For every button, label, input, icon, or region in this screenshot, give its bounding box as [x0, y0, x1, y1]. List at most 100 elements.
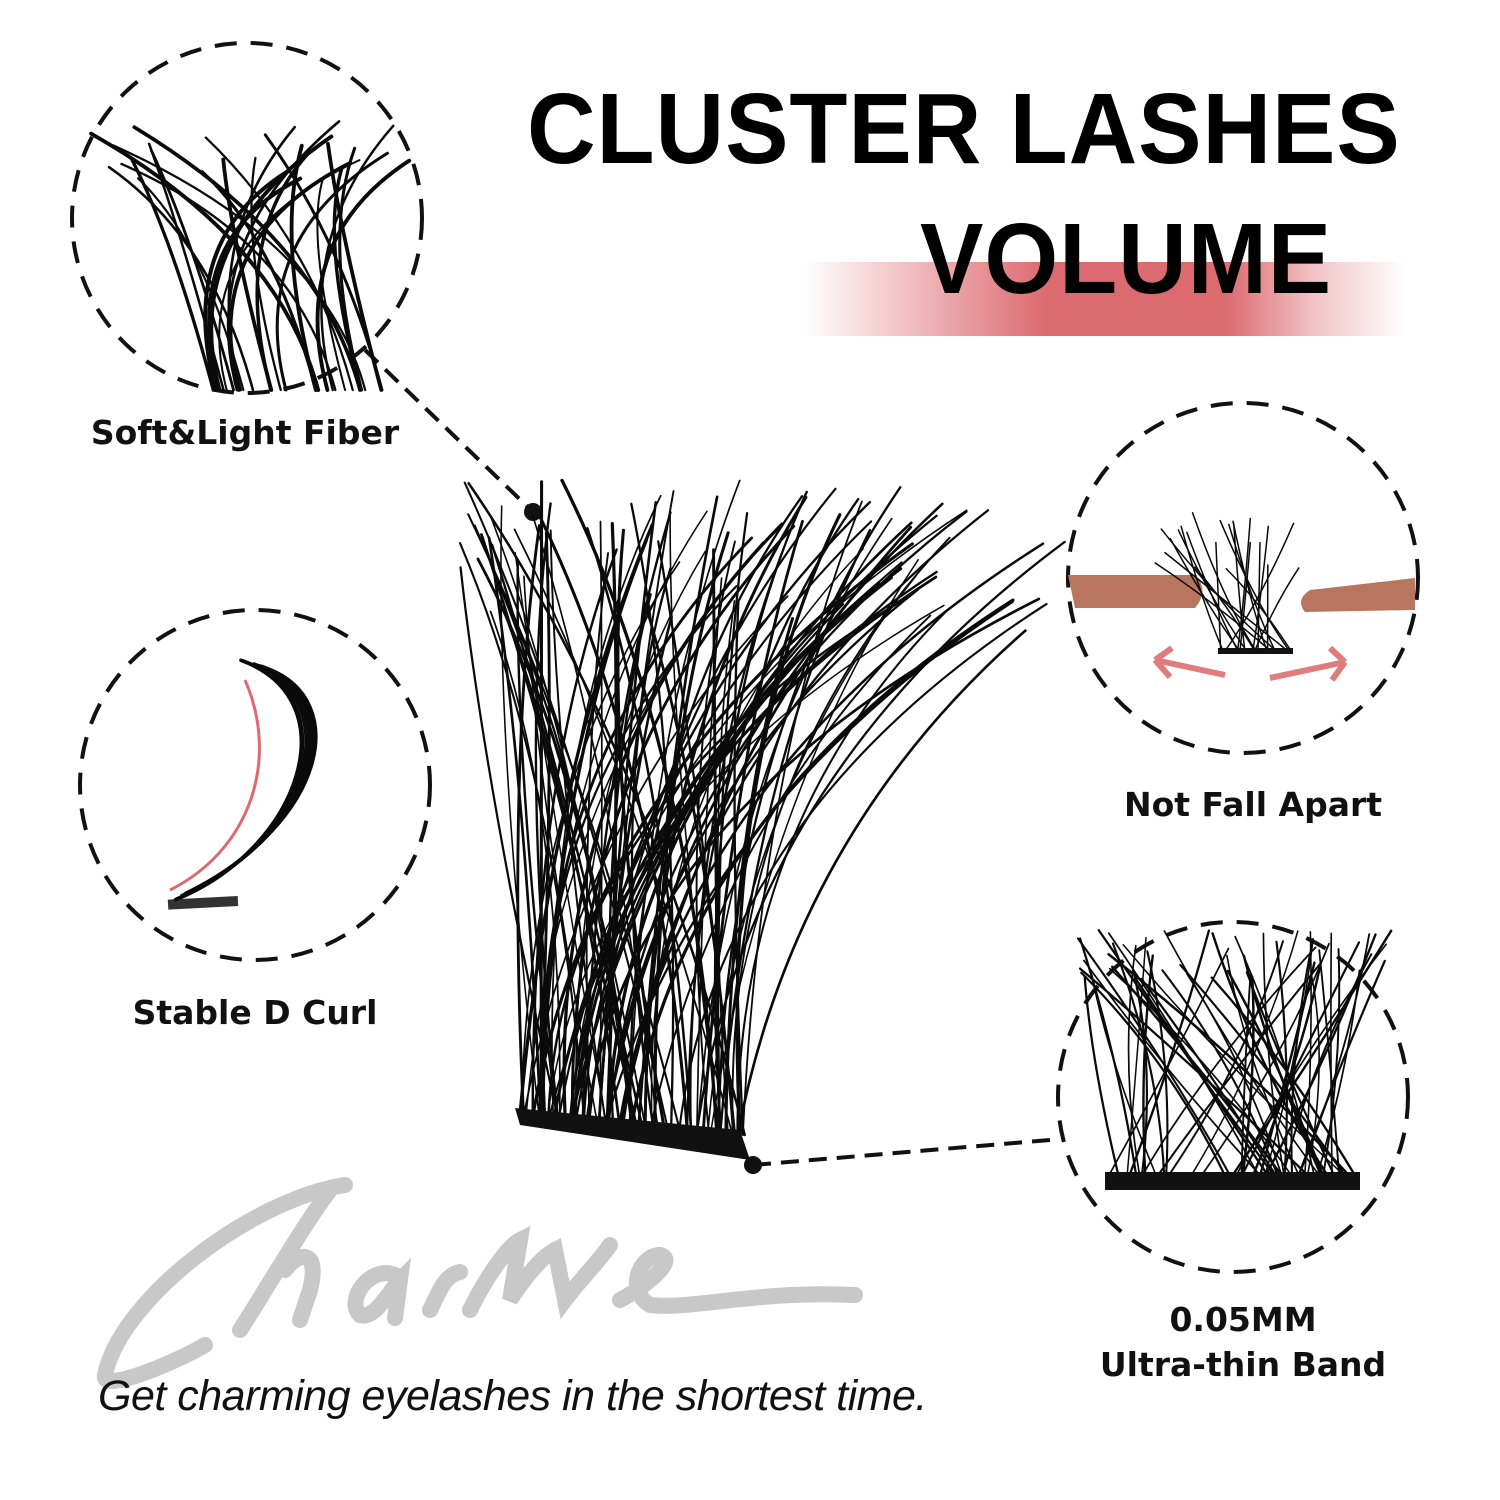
lash-strand [707, 575, 917, 1132]
curl-band [167, 896, 239, 910]
lash-strand [1241, 975, 1255, 1174]
feature-circle-d-curl [78, 608, 432, 962]
lash-strand [136, 177, 245, 392]
feature-circle-not-fall-apart [1066, 401, 1420, 755]
lash-strand [586, 527, 693, 1131]
lash-strand [107, 165, 255, 392]
feature-circle-soft-fiber [70, 41, 424, 395]
lash-strand [476, 557, 633, 1124]
lash-strand [129, 156, 215, 392]
page-subtitle: VOLUME [920, 203, 1333, 315]
lash-strand [534, 502, 559, 1116]
tweezer-lash-band [1218, 648, 1293, 654]
lash-strand [1129, 929, 1211, 1174]
lash-strand [696, 540, 1066, 1131]
lash-strand [1131, 968, 1148, 1174]
lash-strand [1318, 949, 1340, 1173]
lash-strand [178, 661, 307, 899]
feature-label-not-fall-apart: Not Fall Apart [1123, 785, 1383, 824]
lash-strand [1298, 959, 1386, 1174]
lash-strand [204, 136, 354, 392]
lash-strand [1191, 512, 1255, 649]
lash-strand [1140, 977, 1275, 1174]
lash-strand [111, 144, 367, 392]
lash-strand [513, 528, 734, 1135]
lash-strand [1107, 932, 1258, 1173]
lash-strand [523, 575, 598, 1120]
lash-strand [1170, 940, 1284, 1173]
lash-strand [132, 125, 362, 392]
lash-strands [89, 120, 1393, 1174]
callout-line-band [752, 1138, 1051, 1167]
lash-strand [733, 600, 745, 1136]
lash-strand [575, 514, 938, 1118]
lash-strand [173, 658, 304, 902]
lash-strand [695, 540, 736, 1132]
stretch-arrows-icon [1152, 645, 1348, 682]
lash-strand [1255, 567, 1300, 649]
title-highlight [805, 262, 1405, 336]
lash-strand [1080, 971, 1225, 1174]
main-cluster-band [515, 1108, 750, 1160]
brand-tagline: Get charming eyelashes in the shortest t… [98, 1372, 927, 1420]
lash-strand [1232, 522, 1246, 649]
lash-strand [686, 552, 783, 1130]
callout-line-fiber [363, 348, 535, 514]
lash-strand [1179, 963, 1344, 1174]
lash-strand [332, 166, 363, 392]
lash-strand [320, 124, 395, 392]
lash-strand [531, 548, 618, 1113]
lash-strand [150, 149, 235, 392]
lash-strand [1232, 520, 1267, 649]
lash-strand [558, 520, 873, 1116]
lash-strand [1109, 947, 1230, 1173]
lash-strand [650, 614, 932, 1126]
lash-strand [1164, 551, 1285, 649]
lash-strand [480, 533, 638, 1125]
lash-strand [326, 141, 384, 392]
lash-strand [316, 177, 347, 392]
lash-strand [525, 541, 764, 1112]
lash-strand [175, 660, 304, 900]
lash-strand [1299, 933, 1371, 1173]
callout-dot-fiber [524, 503, 542, 521]
lash-strand [207, 176, 303, 392]
lash-strand [1154, 562, 1268, 649]
lash-strand [569, 575, 938, 1118]
lash-strand [1282, 953, 1373, 1173]
callout-dot-band [744, 1156, 762, 1174]
lash-strand [174, 659, 305, 901]
lash-strand [701, 519, 804, 1132]
lash-strand [175, 659, 305, 901]
lash-strand [1237, 517, 1252, 649]
lash-strand [1242, 941, 1361, 1174]
lash-strand [1083, 975, 1119, 1174]
lash-strand [716, 600, 736, 1134]
lash-strand [1177, 529, 1246, 649]
feature-label-band-type: Ultra-thin Band [1099, 1345, 1387, 1384]
lash-strand [1169, 537, 1239, 649]
lash-strand [1127, 944, 1140, 1173]
lash-strand [1226, 522, 1295, 649]
curl-accent-line [169, 679, 261, 892]
lash-strand [1076, 937, 1230, 1174]
lash-strand [467, 482, 746, 1137]
page-title: CLUSTER LASHES [527, 73, 1401, 185]
feature-circle-thin-band [1056, 920, 1410, 1274]
lash-strand [531, 514, 659, 1127]
lash-strand [200, 170, 318, 392]
lash-strand [1322, 948, 1341, 1173]
lash-strand [1146, 950, 1169, 1174]
lash-strand [1257, 541, 1261, 649]
lash-strand [1239, 541, 1252, 649]
lash-strand [250, 156, 282, 392]
lash-strand [1237, 943, 1387, 1173]
thin-band-base [1105, 1172, 1360, 1190]
lash-strand [696, 577, 723, 1131]
lash-strand [120, 162, 337, 392]
lash-strand [1225, 568, 1290, 649]
lash-strand [185, 666, 315, 894]
lash-strand [516, 561, 558, 1116]
lash-strand [1262, 932, 1285, 1173]
